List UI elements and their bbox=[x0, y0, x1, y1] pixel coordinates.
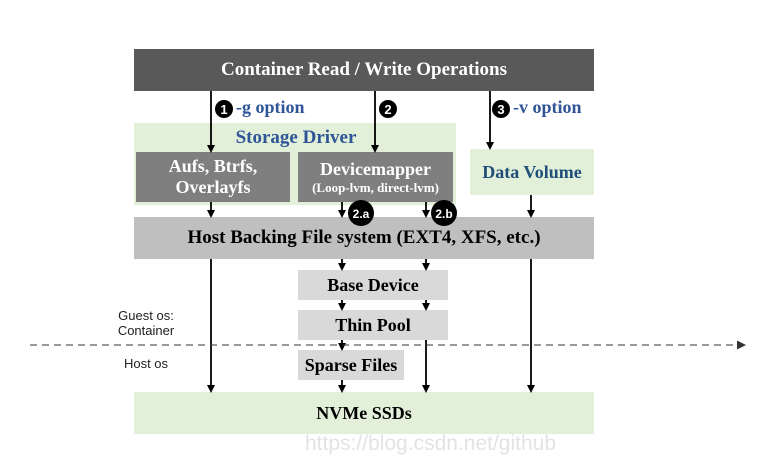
option-1-icon: 1 bbox=[215, 100, 233, 118]
option-3-icon: 3 bbox=[492, 100, 510, 118]
storage-driver-title: Storage Driver bbox=[235, 127, 357, 148]
badge-2a-icon: 2.a bbox=[348, 200, 374, 226]
data-volume-box: Data Volume bbox=[470, 149, 594, 195]
badge-2b-icon: 2.b bbox=[431, 200, 457, 226]
svg-text:3: 3 bbox=[497, 102, 504, 117]
devicemapper-title: Devicemapper bbox=[320, 159, 431, 179]
thin-pool-box: Thin Pool bbox=[298, 310, 448, 340]
devicemapper-subtitle: (Loop-lvm, direct-lvm) bbox=[312, 180, 439, 195]
container-rw-operations-box: Container Read / Write Operations bbox=[134, 49, 594, 91]
svg-text:2: 2 bbox=[384, 102, 391, 117]
devicemapper-box: Devicemapper (Loop-lvm, direct-lvm) bbox=[298, 152, 453, 202]
svg-text:2.b: 2.b bbox=[435, 207, 452, 221]
host-os-label: Host os bbox=[123, 356, 169, 371]
g-option-label: -g option bbox=[236, 97, 305, 117]
watermark-text: https://blog.csdn.net/github bbox=[305, 432, 557, 455]
base-device-box: Base Device bbox=[298, 270, 448, 300]
host-backing-fs-box: Host Backing File system (EXT4, XFS, etc… bbox=[134, 217, 594, 259]
svg-text:2.a: 2.a bbox=[353, 207, 370, 221]
v-option-label: -v option bbox=[513, 97, 582, 117]
aufs-btrfs-overlayfs-box: Aufs, Btrfs, Overlayfs bbox=[136, 152, 290, 202]
sparse-files-box: Sparse Files bbox=[298, 350, 404, 380]
aufs-line2: Overlayfs bbox=[175, 177, 251, 197]
svg-text:1: 1 bbox=[220, 102, 227, 117]
option-2-icon: 2 bbox=[379, 100, 397, 118]
guest-os-label: Guest os: Container bbox=[117, 308, 175, 338]
nvme-ssds-box: NVMe SSDs bbox=[134, 392, 594, 434]
aufs-line1: Aufs, Btrfs, bbox=[168, 156, 258, 176]
